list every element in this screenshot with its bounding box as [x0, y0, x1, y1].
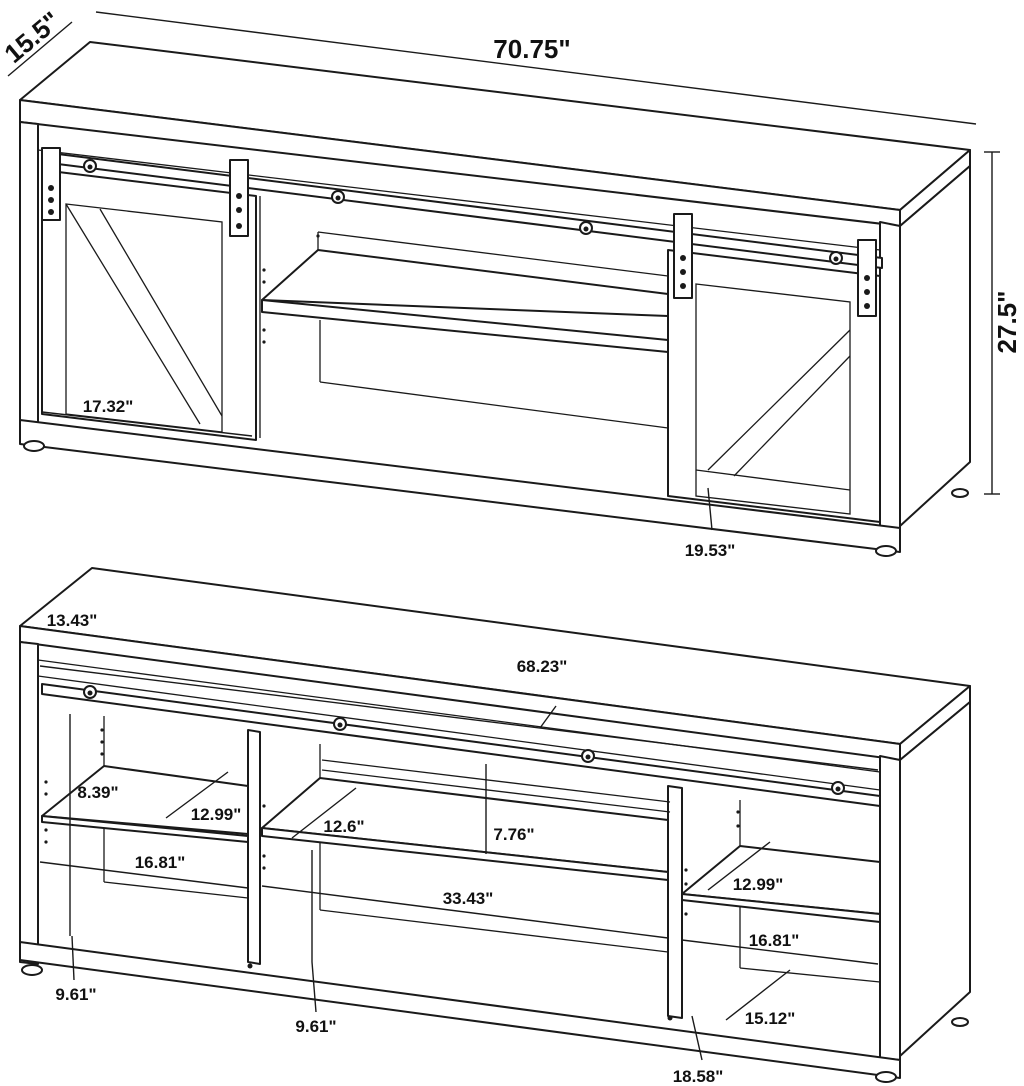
- bottom-view-dimensions: [39, 665, 879, 1061]
- center-shelf-depth-label: 12.6": [323, 817, 364, 836]
- left-width-label: 16.81": [135, 853, 186, 872]
- right-height-label: 18.58": [673, 1067, 724, 1086]
- right-width-label: 16.81": [749, 931, 800, 950]
- right-depth-label: 15.12": [745, 1009, 796, 1028]
- top-view-dimensions: [7, 11, 1000, 531]
- bottom-view-cabinet: [19, 567, 971, 1083]
- left-shelf-depth-label: 12.99": [191, 805, 242, 824]
- top-height-label: 27.5": [992, 291, 1022, 354]
- left-lower-height-label: 9.61": [55, 985, 96, 1004]
- left-upper-height-label: 8.39": [77, 783, 118, 802]
- top-depth-label: 15.5": [0, 5, 66, 68]
- door-height-label: 19.53": [685, 541, 736, 560]
- right-shelf-depth-label: 12.99": [733, 875, 784, 894]
- center-lower-height-label: 9.61": [295, 1017, 336, 1036]
- center-upper-height-label: 7.76": [493, 825, 534, 844]
- door-width-label: 17.32": [83, 397, 134, 416]
- inner-width-label: 68.23": [517, 657, 568, 676]
- inner-depth-label: 13.43": [47, 611, 98, 630]
- top-view-cabinet: [19, 41, 971, 557]
- top-width-label: 70.75": [493, 34, 570, 64]
- center-width-label: 33.43": [443, 889, 494, 908]
